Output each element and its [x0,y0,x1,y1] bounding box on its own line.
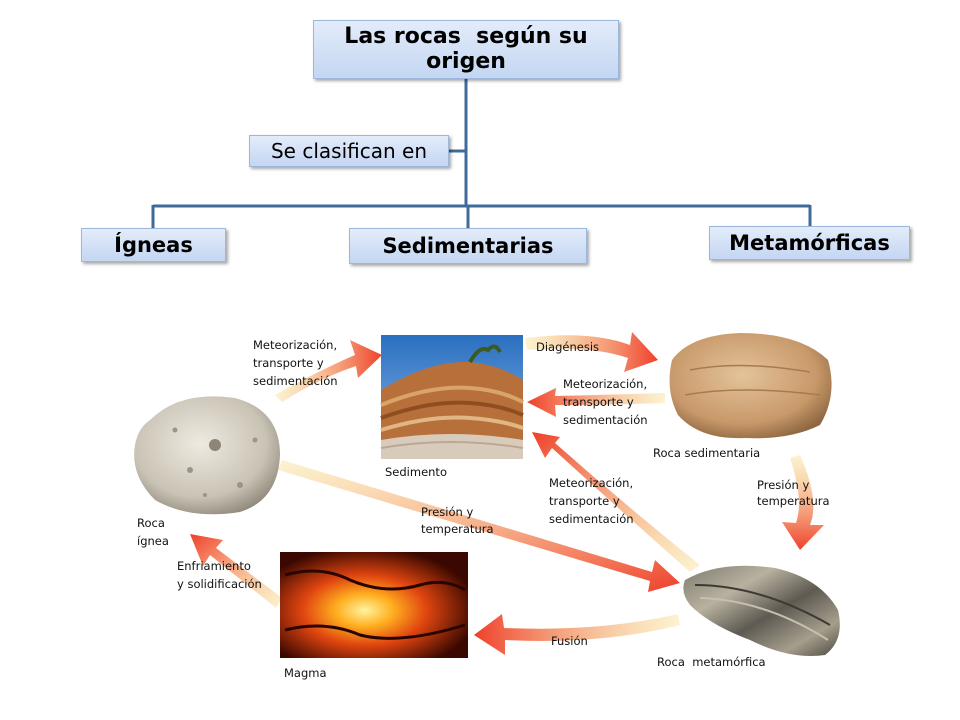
label-weathering-right-2: transporte y [563,395,634,409]
label-diagenesis: Diagénesis [536,340,599,354]
label-sedimentary-rock: Roca sedimentaria [653,446,760,460]
arrow-cooling [190,534,282,608]
label-weathering-top-3: sedimentación [253,374,338,388]
concept-connectors [151,79,812,228]
label-weathering-center-1: Meteorización, [549,476,633,490]
label-sediment: Sedimento [385,465,447,479]
sediment-image [380,335,524,459]
connector-label: Se clasifican en [249,135,449,167]
label-weathering-center-2: transporte y [549,494,620,508]
arrow-pressure-diag [278,460,680,592]
category-metamorphic: Metamórficas [709,226,910,260]
label-igneous-1: Roca [137,516,165,530]
cycle-labels: Meteorización, transporte y sedimentació… [137,338,830,680]
page-title: Las rocas según su origen [313,20,619,79]
label-weathering-top-1: Meteorización, [253,338,337,352]
category-igneous: Ígneas [81,228,226,262]
label-pressure-diag-2: temperatura [421,522,494,536]
arrow-fusion [474,614,680,655]
arrow-diagenesis [525,332,658,372]
arrow-weathering-top [275,340,382,402]
label-magma: Magma [284,666,327,680]
label-pressure-right-1: Presión y [757,478,809,492]
label-weathering-center-3: sedimentación [549,512,634,526]
category-sedimentary: Sedimentarias [349,228,587,264]
label-pressure-diag-1: Presión y [421,505,473,519]
arrow-weathering-right [527,388,665,417]
magma-image [280,552,468,658]
label-cooling-2: y solidificación [177,577,262,591]
label-weathering-right-3: sedimentación [563,413,648,427]
arrow-pressure-right [782,455,824,550]
process-arrows [190,332,824,655]
label-weathering-right-1: Meteorización, [563,377,647,391]
sedimentary-rock-image [669,333,832,439]
label-pressure-right-2: temperatura [757,494,830,508]
arrow-weathering-center [532,432,700,572]
metamorphic-rock-image [683,565,840,656]
label-cooling-1: Enfriamiento [177,559,251,573]
label-metamorphic-rock: Roca metamórfica [657,655,766,669]
label-fusion: Fusión [551,634,588,648]
igneous-rock-image [134,396,280,515]
label-igneous-2: ígnea [137,534,169,548]
label-weathering-top-2: transporte y [253,356,324,370]
